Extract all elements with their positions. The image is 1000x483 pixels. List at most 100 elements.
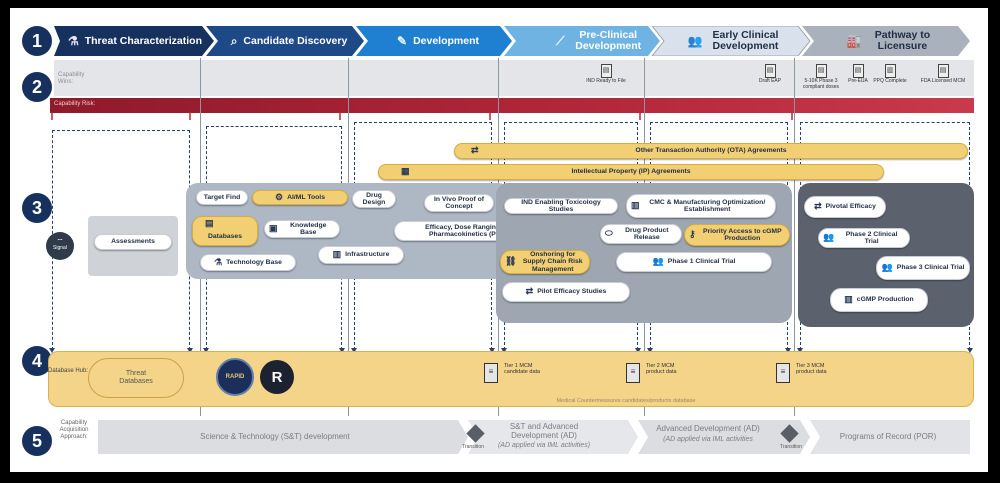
r-logo: R bbox=[260, 360, 294, 394]
win-ind-ready: ▤IND Ready to File bbox=[584, 64, 628, 85]
handshake-icon: ⇄ bbox=[471, 145, 479, 156]
arrowhead-icon bbox=[350, 348, 357, 353]
capability-wins-label: Capability Wins: bbox=[58, 72, 85, 85]
person-book-icon: ▣ bbox=[269, 223, 278, 234]
magnifier-icon: ⌕ bbox=[230, 33, 238, 48]
phase-early-clinical-development: 👥Early Clinical Development bbox=[687, 29, 779, 52]
document-icon: ≡ bbox=[484, 363, 498, 383]
syringe-icon: ⟋ bbox=[556, 33, 565, 48]
people-icon: 👥 bbox=[652, 256, 664, 267]
arrowhead-icon bbox=[500, 348, 507, 353]
ai-ml-tools-pill: ⚙AI/ML Tools bbox=[252, 190, 348, 205]
assessments-pill: Assessments bbox=[94, 234, 172, 250]
chain-icon: ⛓ bbox=[505, 256, 517, 267]
arrowhead-icon bbox=[338, 348, 345, 353]
arrowhead-icon bbox=[48, 348, 55, 353]
factory-icon: ▥ bbox=[631, 200, 640, 211]
database-footer-caption: Medical Countermeasures candidates/produ… bbox=[556, 398, 696, 404]
arrowhead-icon bbox=[202, 348, 209, 353]
document-icon: ≡ bbox=[626, 363, 640, 383]
transition-diamond-1 bbox=[466, 424, 486, 444]
knowledge-base-pill: ▣Knowledge Base bbox=[264, 220, 340, 238]
tier3-product-data: ≡Tier 3 MCM product data bbox=[776, 363, 842, 383]
document-icon: ▤ bbox=[764, 64, 776, 78]
tier2-product-data: ≡Tier 2 MCM product data bbox=[626, 363, 692, 383]
database-icon: ▤ bbox=[205, 218, 214, 228]
win-pre-eua: ▤Pre-EUA bbox=[840, 64, 876, 85]
document-icon: ≡ bbox=[776, 363, 790, 383]
databases-pill: ▤Databases bbox=[192, 216, 258, 246]
phase2-trial-pill: 👥Phase 2 Clinical Trial bbox=[818, 228, 910, 248]
threat-databases-oval: Threat Databases bbox=[88, 358, 184, 398]
pill-icon: ✎ bbox=[397, 33, 408, 48]
in-vivo-pill: In Vivo Proof of Concept bbox=[424, 194, 494, 212]
row-number-2: 2 bbox=[22, 72, 52, 102]
phase-development: ✎Development bbox=[397, 33, 479, 48]
lab-icon: ⚗ bbox=[67, 33, 79, 48]
ota-agreements-bar: ⇄Other Transaction Authority (OTA) Agree… bbox=[454, 143, 968, 159]
pivotal-efficacy-pill: ⇄Pivotal Efficacy bbox=[804, 196, 886, 218]
cgmp-production-pill: ▥cGMP Production bbox=[830, 288, 928, 312]
win-ppq-complete: ▥PPQ Complete bbox=[872, 64, 908, 85]
programs-of-record-label: Programs of Record (POR) bbox=[839, 432, 937, 441]
flask-icon: ⚗ bbox=[214, 256, 223, 267]
drug-design-pill: Drug Design bbox=[352, 190, 396, 208]
st-ad-label: S&T and Advanced Development (AD) bbox=[509, 422, 579, 440]
target-find-pill: Target Find bbox=[196, 190, 248, 205]
ad-label: Advanced Development (AD) bbox=[656, 424, 760, 433]
handshake-icon: ⇄ bbox=[525, 286, 534, 297]
document-icon: ▤ bbox=[852, 64, 864, 78]
arrowhead-icon bbox=[966, 348, 973, 353]
arrowhead-icon bbox=[784, 348, 791, 353]
row-number-1: 1 bbox=[22, 26, 52, 56]
acquisition-approach-label: Capability Acquisition Approach: bbox=[59, 420, 89, 440]
building-icon: ▥ bbox=[332, 249, 342, 260]
cmc-manufacturing-pill: ▥CMC & Manufacturing Optimization/ Estab… bbox=[626, 194, 776, 218]
win-fda-licensed: ▤FDA Licensed MCM bbox=[918, 64, 968, 85]
capability-risk-bar bbox=[50, 98, 974, 113]
acquisition-chevron-bar bbox=[98, 420, 970, 454]
database-hub-label: Database Hub: bbox=[47, 368, 89, 374]
database-hub-band bbox=[48, 351, 974, 407]
priority-access-pill: ⚷Priority Access to cGMP Production bbox=[684, 224, 790, 246]
certificate-icon: ▦ bbox=[401, 166, 410, 177]
factory-icon: 🏭 bbox=[846, 33, 862, 48]
infrastructure-pill: ▥Infrastructure bbox=[318, 246, 404, 264]
document-icon: ▤ bbox=[937, 64, 949, 78]
pilot-efficacy-pill: ⇄Pilot Efficacy Studies bbox=[502, 282, 630, 302]
row-number-4: 4 bbox=[22, 346, 52, 376]
phase-threat-characterization: ⚗Threat Characterization bbox=[67, 33, 203, 48]
technology-base-pill: ⚗Technology Base bbox=[200, 254, 296, 271]
win-phase3-doses: ▤5-10K Phase 3 compliant doses bbox=[796, 64, 846, 90]
rapid-logo: RAPID bbox=[216, 358, 254, 396]
transition-label-2: Transition bbox=[780, 444, 802, 450]
phase-chevron-bar bbox=[54, 26, 970, 56]
ad-sublabel: (AD applied via IML activities bbox=[663, 436, 753, 443]
row-number-5: 5 bbox=[22, 426, 52, 456]
ind-toxicology-pill: IND Enabling Toxicology Studies bbox=[504, 198, 618, 214]
transition-diamond-2 bbox=[780, 424, 800, 444]
document-icon: ▤ bbox=[815, 64, 827, 78]
st-ad-sublabel: (AD applied via IML activities) bbox=[497, 442, 591, 449]
document-icon: ▤ bbox=[600, 64, 612, 78]
drug-product-release-pill: ⬭Drug Product Release bbox=[600, 224, 682, 244]
capability-risk-label: Capability Risk: bbox=[54, 101, 96, 107]
diagram-frame: 1 2 3 4 5 ⚗Threat Characterization ⌕Cand… bbox=[10, 8, 988, 472]
arrowhead-icon bbox=[646, 348, 653, 353]
supply-chain-pill: ⛓Onshoring for Supply Chain Risk Managem… bbox=[500, 250, 590, 274]
ip-agreements-bar: ▦Intellectual Property (IP) Agreements bbox=[378, 164, 884, 180]
row-number-3: 3 bbox=[22, 193, 52, 223]
transition-label-1: Transition bbox=[462, 444, 484, 450]
people-icon: 👥 bbox=[823, 232, 835, 243]
win-draft-eap: ▤Draft EAP bbox=[748, 64, 792, 85]
arrowhead-icon bbox=[186, 348, 193, 353]
arrowhead-icon bbox=[488, 348, 495, 353]
phase-candidate-discovery: ⌕Candidate Discovery bbox=[230, 33, 348, 48]
st-development-label: Science & Technology (S&T) development bbox=[200, 432, 350, 441]
factory-icon: ▥ bbox=[844, 294, 853, 305]
arrowhead-icon bbox=[796, 348, 803, 353]
risk-tick-marks bbox=[51, 112, 793, 120]
arrowhead-icon bbox=[634, 348, 641, 353]
key-icon: ⚷ bbox=[689, 229, 696, 240]
phase3-trial-pill: 👥Phase 3 Clinical Trial bbox=[876, 256, 970, 280]
